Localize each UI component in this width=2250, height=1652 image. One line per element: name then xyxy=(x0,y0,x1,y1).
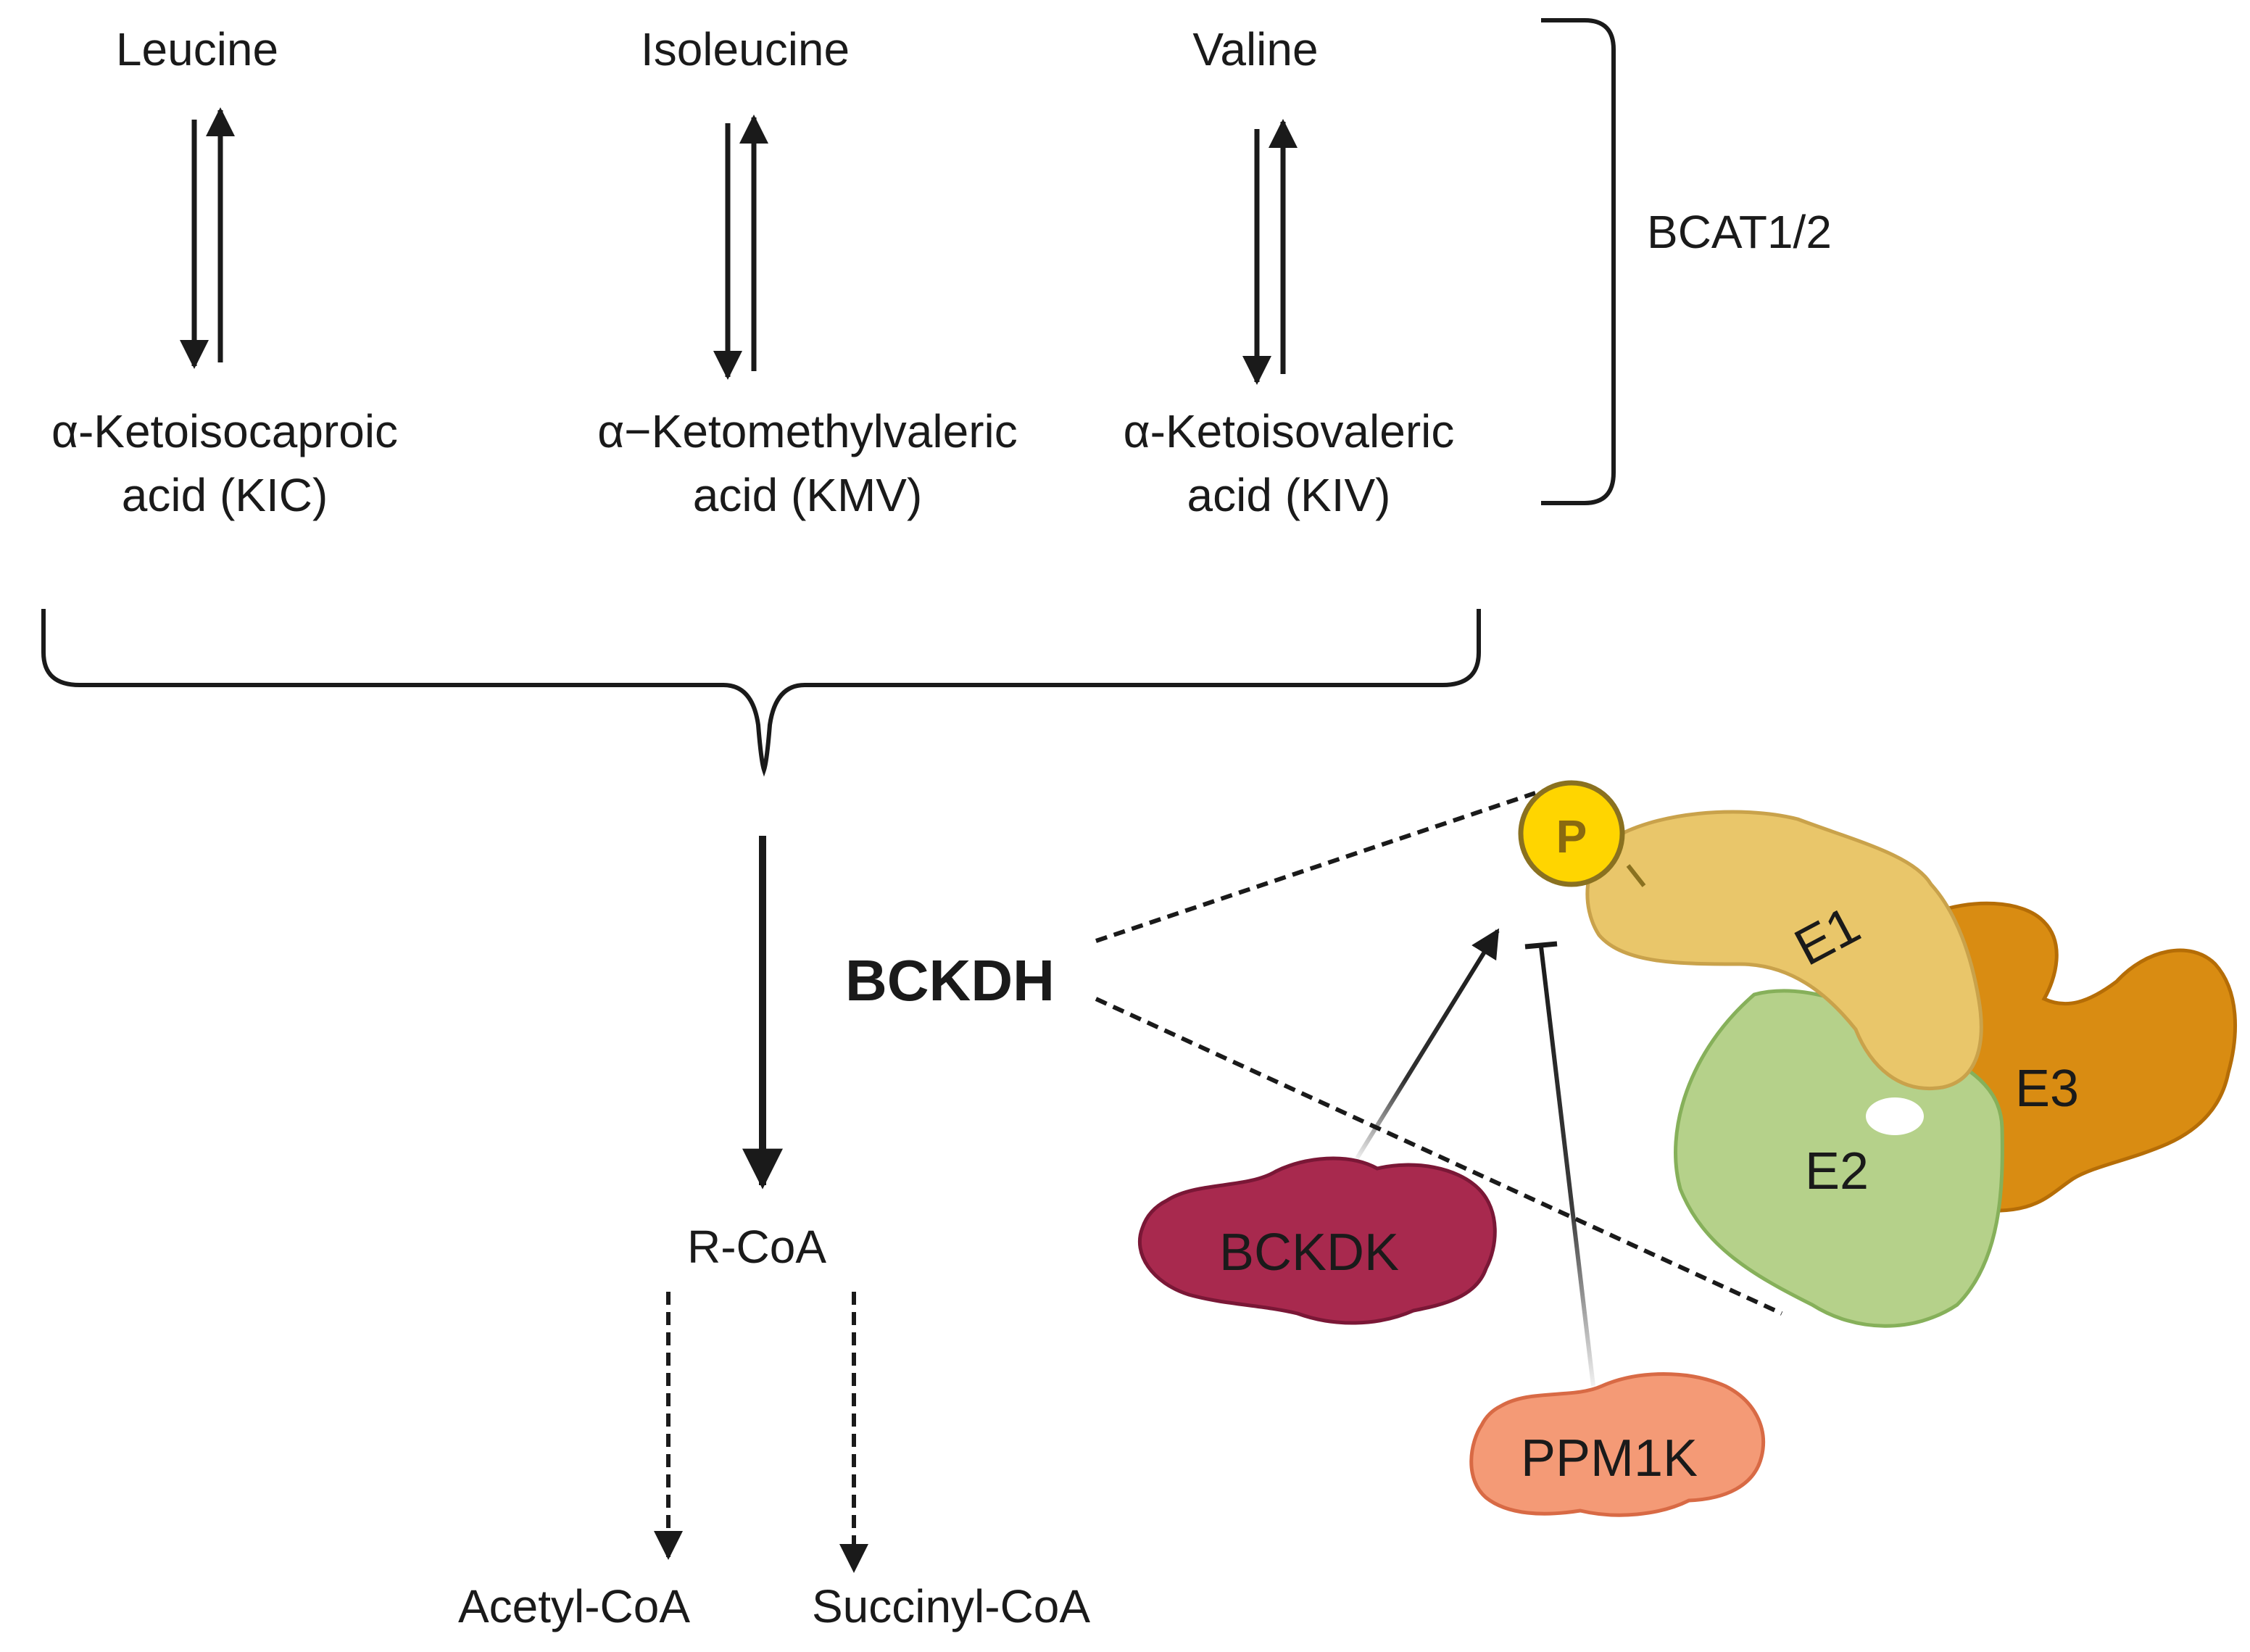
ppm1k-inhibition-line xyxy=(1539,946,1595,1387)
e3-label: E3 xyxy=(2015,1060,2079,1118)
e3-subunit xyxy=(1926,901,2237,1213)
leucine-label: Leucine xyxy=(116,23,278,75)
rcoa-label: R-CoA xyxy=(687,1221,826,1273)
e2-notch xyxy=(1866,1097,1924,1135)
bckdk-activation-arrow xyxy=(1355,928,1500,1160)
ppm1k-label: PPM1K xyxy=(1521,1429,1698,1487)
e1-subunit xyxy=(1585,810,1983,1090)
kiv-label-line2: acid (KIV) xyxy=(1187,469,1391,521)
phospho-circle xyxy=(1518,780,1625,887)
phospho-tether xyxy=(1626,864,1646,887)
acetyl-coa-label: Acetyl-CoA xyxy=(458,1580,690,1632)
leucine-reversible-arrows xyxy=(180,107,235,369)
succinyl-coa-label: Succinyl-CoA xyxy=(812,1580,1090,1632)
valine-reversible-arrows xyxy=(1242,119,1298,385)
rcoa-product-arrows xyxy=(654,1292,868,1573)
ppm1k-inhibition-bar xyxy=(1524,941,1558,950)
kic-label-line2: acid (KIC) xyxy=(122,469,328,521)
ppm1k-inhibition xyxy=(1524,941,1595,1387)
phospho-label: P xyxy=(1556,810,1587,863)
bcat-label: BCAT1/2 xyxy=(1647,206,1832,258)
bcat-bracket xyxy=(1541,18,1616,505)
bckdk-shape xyxy=(1137,1156,1497,1325)
bckdk-kinase: BCKDK xyxy=(1137,1156,1497,1325)
valine-label: Valine xyxy=(1192,23,1318,75)
bckdh-complex: P E1 E2 E3 xyxy=(1518,780,2237,1328)
isoleucine-reversible-arrows xyxy=(713,115,768,380)
kic-label-line1: α-Ketoisocaproic xyxy=(51,405,398,457)
zoom-line-lower xyxy=(1095,997,1783,1316)
bckdk-label: BCKDK xyxy=(1219,1224,1399,1282)
ppm1k-shape xyxy=(1469,1372,1766,1517)
zoom-line-upper xyxy=(1095,791,1536,943)
kiv-label-line1: α-Ketoisovaleric xyxy=(1124,405,1455,457)
kmv-label-line2: acid (KMV) xyxy=(693,469,923,521)
bckdh-zoom-lines xyxy=(1095,791,1783,1316)
keto-acid-brace xyxy=(41,609,1481,777)
kmv-label-line1: α−Ketomethylvaleric xyxy=(597,405,1017,457)
e2-label: E2 xyxy=(1805,1142,1869,1200)
ppm1k-phosphatase: PPM1K xyxy=(1469,1372,1766,1517)
bckdh-label: BCKDH xyxy=(845,948,1055,1013)
isoleucine-label: Isoleucine xyxy=(641,23,850,75)
